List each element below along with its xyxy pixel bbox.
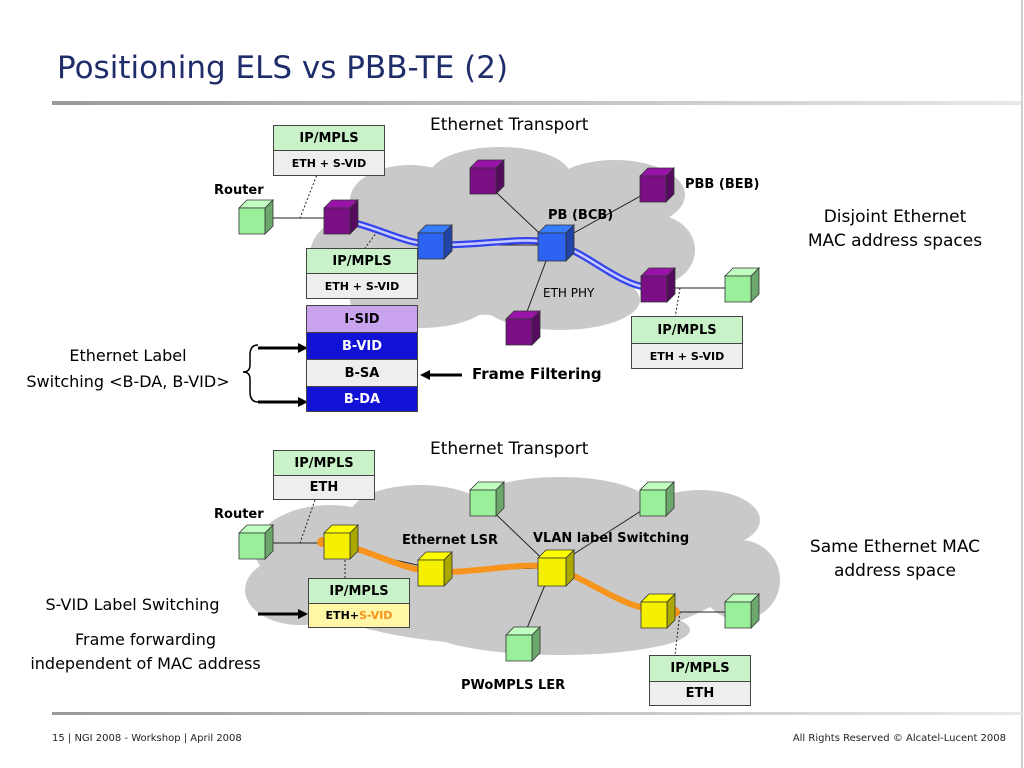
page-title: Positioning ELS vs PBB-TE (2) — [57, 50, 509, 86]
b-da-field: B-DA — [307, 387, 417, 411]
stack-ipmpls: IP/MPLS — [274, 451, 374, 476]
stack-eth: ETH + S-VID — [274, 151, 384, 175]
svid-arrow — [258, 609, 308, 619]
els-label-line2: Switching <B-DA, B-VID> — [26, 372, 230, 391]
stack-ipmpls: IP/MPLS — [274, 126, 384, 151]
eth-phy-label: ETH PHY — [543, 286, 595, 300]
stack-ipmpls: IP/MPLS — [309, 579, 409, 604]
stack-eth: ETH — [274, 476, 374, 499]
bottom-note-line2: address space — [833, 561, 957, 581]
top-right-stack: IP/MPLS ETH + S-VID — [631, 316, 743, 369]
pbb-beb-label: PBB (BEB) — [685, 177, 760, 192]
stack-eth: ETH + S-VID — [632, 344, 742, 368]
stack-eth-svid: ETH+S-VID — [309, 604, 409, 627]
bcb-node-icon — [417, 224, 453, 260]
title-divider — [52, 101, 1022, 105]
top-note-line1: Disjoint Ethernet — [823, 207, 967, 227]
lsr-node-icon — [323, 524, 359, 560]
frame-forwarding-line2: independent of MAC address — [30, 654, 261, 673]
lsr-node-icon — [640, 593, 676, 629]
bottom-heading: Ethernet Transport — [430, 439, 589, 459]
bottom-note-line1: Same Ethernet MAC — [809, 537, 981, 557]
ler-node-icon — [505, 626, 541, 662]
pb-bcb-label: PB (BCB) — [548, 208, 614, 223]
bcb-node-icon — [537, 224, 575, 262]
top-note-line2: MAC address spaces — [807, 231, 983, 251]
top-router-stack: IP/MPLS ETH + S-VID — [273, 125, 385, 176]
beb-node-icon — [505, 310, 541, 346]
top-mid-stack: IP/MPLS ETH + S-VID — [306, 248, 418, 299]
footer-divider — [52, 712, 1022, 715]
lsr-node-icon — [417, 551, 453, 587]
lsr-node-icon — [537, 549, 575, 587]
frame-filtering-label: Frame Filtering — [472, 365, 602, 383]
stack-ipmpls: IP/MPLS — [632, 317, 742, 344]
router-node-icon — [724, 593, 760, 629]
stack-ipmpls: IP/MPLS — [650, 656, 750, 682]
footer-left: 15 | NGI 2008 - Workshop | April 2008 — [52, 733, 242, 744]
frame-forwarding-line1: Frame forwarding — [74, 630, 217, 649]
beb-node-icon — [639, 167, 675, 203]
pwompls-ler-label: PWoMPLS LER — [461, 678, 566, 693]
i-sid-field: I-SID — [307, 306, 417, 333]
beb-node-icon — [640, 267, 676, 303]
ler-node-icon — [469, 481, 505, 517]
vlan-switching-label: VLAN label Switching — [533, 531, 690, 546]
beb-node-icon — [323, 199, 359, 235]
router-node-icon — [238, 199, 274, 235]
svid-text: S-VID — [359, 609, 393, 622]
top-lsp-path-highlight — [328, 216, 670, 292]
stack-eth: ETH — [650, 682, 750, 705]
router-node-icon — [238, 524, 274, 560]
eth-plus-text: ETH+ — [325, 609, 359, 622]
b-vid-field: B-VID — [307, 333, 417, 360]
top-router-label: Router — [214, 183, 264, 198]
bottom-right-stack: IP/MPLS ETH — [649, 655, 751, 706]
label-brace — [242, 344, 259, 403]
bottom-router-stack: IP/MPLS ETH — [273, 450, 375, 500]
ethernet-lsr-label: Ethernet LSR — [402, 533, 499, 548]
stack-eth: ETH + S-VID — [307, 274, 417, 298]
bottom-mid-stack: IP/MPLS ETH+S-VID — [308, 578, 410, 628]
bottom-dotted-links — [299, 499, 681, 656]
ler-node-icon — [639, 481, 675, 517]
els-arrows — [258, 343, 308, 407]
slide-edge — [1021, 0, 1023, 768]
pbb-header-stack: I-SID B-VID B-SA B-DA — [306, 305, 418, 412]
frame-filtering-arrow — [420, 370, 462, 380]
footer-right: All Rights Reserved © Alcatel-Lucent 200… — [792, 733, 1006, 744]
bottom-router-label: Router — [214, 507, 264, 522]
stack-ipmpls: IP/MPLS — [307, 249, 417, 274]
els-label-line1: Ethernet Label — [69, 346, 187, 365]
svid-switching-label: S-VID Label Switching — [45, 595, 220, 614]
router-node-icon — [724, 267, 760, 303]
top-heading: Ethernet Transport — [430, 115, 589, 135]
beb-node-icon — [469, 159, 505, 195]
b-sa-field: B-SA — [307, 360, 417, 387]
bottom-lsp-path — [319, 539, 678, 615]
